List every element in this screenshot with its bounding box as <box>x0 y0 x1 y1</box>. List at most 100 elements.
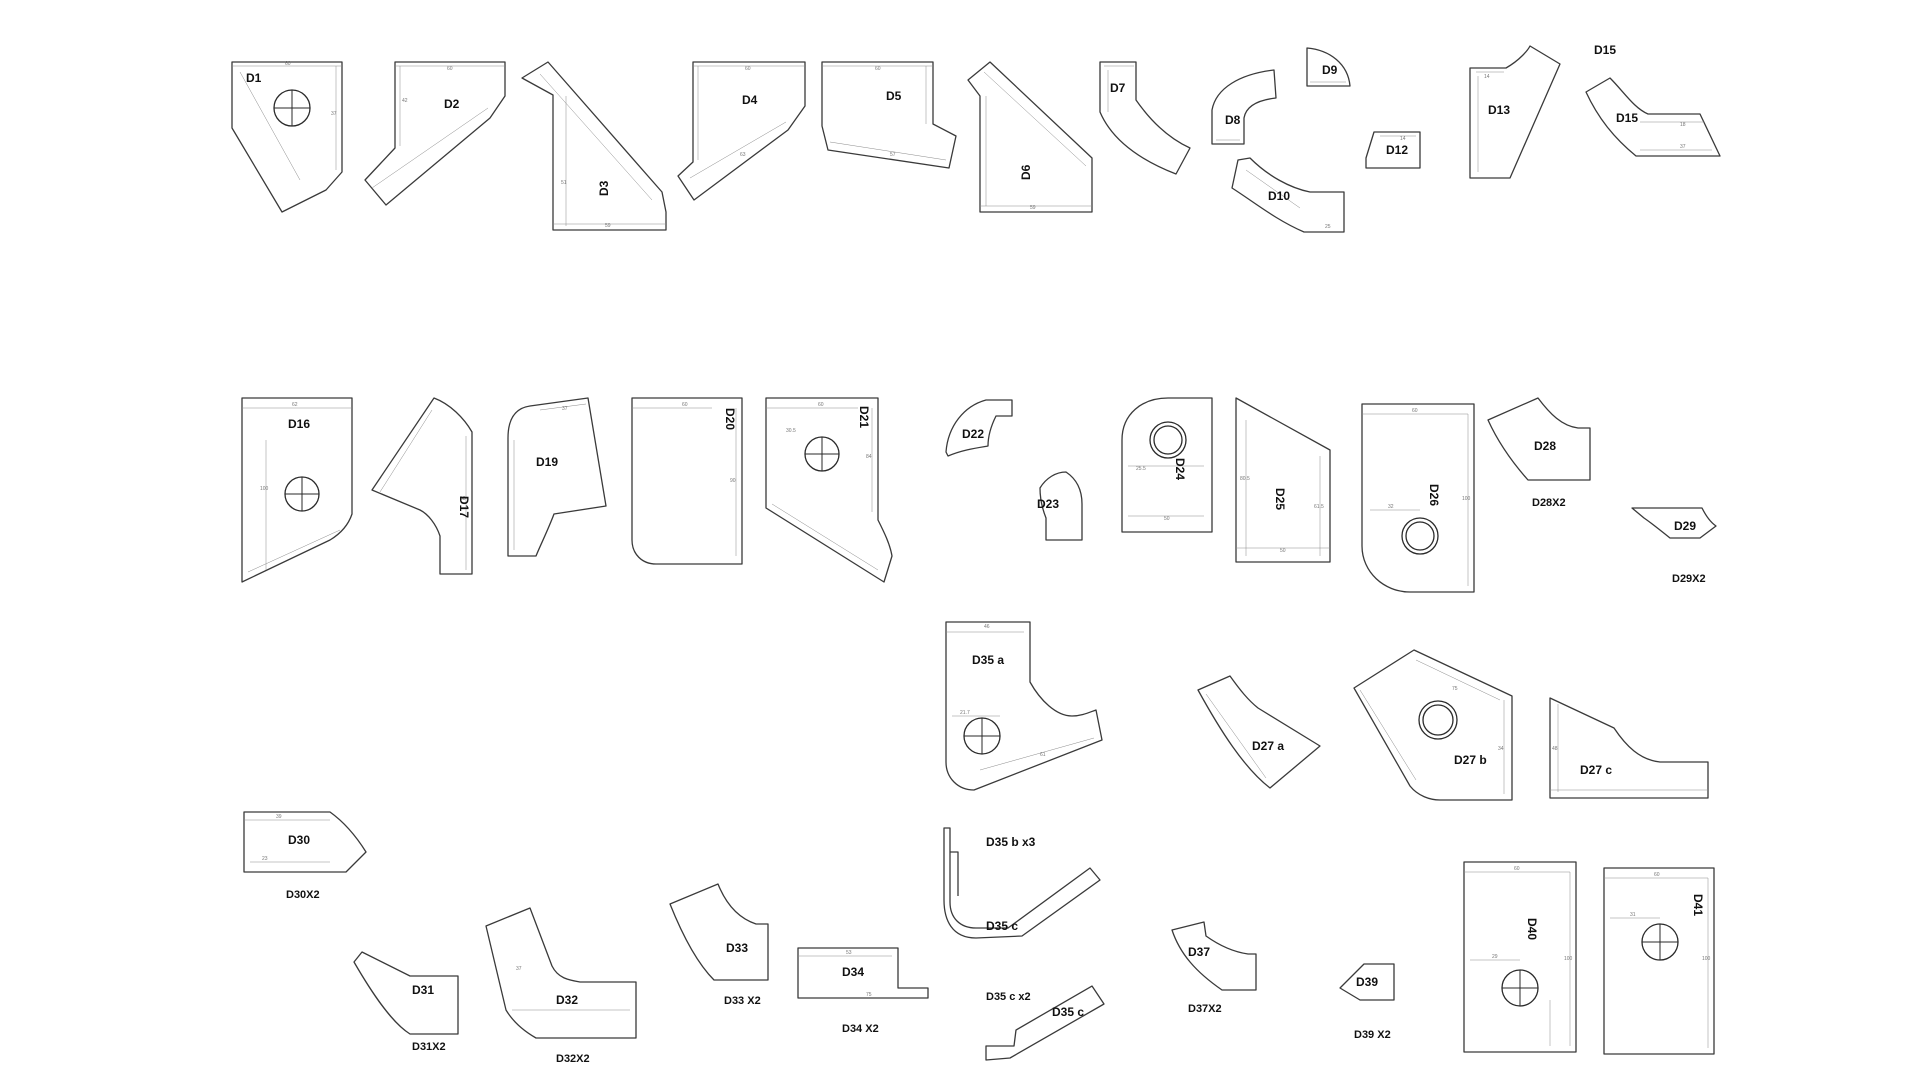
part-d25[interactable]: 80.5 61.5 50 D25 <box>1235 397 1331 563</box>
part-d2[interactable]: 60 42 D2 <box>364 61 506 206</box>
d21-side-dim: 84 <box>866 454 872 460</box>
part-d39[interactable]: D39 <box>1339 963 1395 1001</box>
d35a-dim-a: 21.7 <box>960 710 970 716</box>
part-d37[interactable]: D37 <box>1171 921 1257 991</box>
part-d17[interactable]: 58 D17 <box>371 397 473 575</box>
part-d13[interactable]: 14 D13 <box>1469 45 1561 179</box>
part-label-d26: D26 <box>1427 484 1441 506</box>
part-label-d13: D13 <box>1488 103 1510 117</box>
d10-dim: 25 <box>1325 224 1331 230</box>
part-d27c[interactable]: 48 D27 c <box>1549 697 1709 799</box>
part-d34[interactable]: 53 75 D34 <box>797 947 929 999</box>
d40-side-dim: 100 <box>1564 956 1573 962</box>
d15-dim-a: 18 <box>1680 122 1686 128</box>
part-d3[interactable]: 51 59 D3 <box>521 61 667 231</box>
d34-dim-a: 53 <box>846 950 852 956</box>
part-label-d35a: D35 a <box>972 653 1004 667</box>
quantity-d30: D30X2 <box>286 889 320 901</box>
part-label-d9: D9 <box>1322 63 1338 77</box>
d21-top-dim: 60 <box>818 402 824 408</box>
part-label-d37: D37 <box>1188 945 1210 959</box>
part-d7[interactable]: D7 <box>1099 61 1191 175</box>
part-label-d34: D34 <box>842 965 864 979</box>
part-label-d19: D19 <box>536 455 558 469</box>
d1-top-dim: 60 <box>285 61 291 67</box>
part-label-d27a: D27 a <box>1252 739 1284 753</box>
part-d9[interactable]: D9 <box>1306 47 1351 87</box>
part-d33[interactable]: D33 <box>669 883 769 981</box>
d27c-dim: 48 <box>1552 746 1558 752</box>
d32-dim: 37 <box>516 966 522 972</box>
d16-top-dim: 62 <box>292 402 298 408</box>
part-label-d30: D30 <box>288 833 310 847</box>
part-label-d31: D31 <box>412 983 434 997</box>
d4-bottom-dim: 63 <box>740 152 746 158</box>
part-label-d3: D3 <box>597 180 611 196</box>
part-label-d40: D40 <box>1525 918 1539 940</box>
d24-dim-b: 50 <box>1164 516 1170 522</box>
part-label-d22: D22 <box>962 427 984 441</box>
d19-dim: 37 <box>562 406 568 412</box>
part-label-d5: D5 <box>886 89 902 103</box>
d6-bottom-dim: 59 <box>1030 205 1036 211</box>
quantity-d35c: D35 c x2 <box>986 991 1031 1003</box>
d21-b-dim: 30.5 <box>786 428 796 434</box>
part-d31[interactable]: D31 <box>353 951 459 1035</box>
part-d10[interactable]: 25 D10 <box>1231 157 1345 233</box>
part-d23[interactable]: D23 <box>1037 471 1083 541</box>
part-d30[interactable]: 39 23 D30 <box>243 811 367 873</box>
part-d12[interactable]: 14 D12 <box>1365 131 1421 169</box>
part-label-d21: D21 <box>857 406 871 428</box>
part-d24[interactable]: 25.5 50 D24 <box>1121 397 1213 533</box>
d16-side-dim: 100 <box>260 486 269 492</box>
part-d35b[interactable]: D35 b x3 <box>943 827 1101 939</box>
part-label-d2: D2 <box>444 97 460 111</box>
part-d35c[interactable]: D35 c <box>985 985 1105 1061</box>
d25-dim-b: 61.5 <box>1314 504 1324 510</box>
part-d29[interactable]: D29 <box>1631 507 1717 539</box>
d41-a-dim: 31 <box>1630 912 1636 918</box>
part-d26[interactable]: 60 100 32 D26 <box>1361 403 1475 593</box>
d2-top-dim: 60 <box>447 66 453 72</box>
part-d21[interactable]: 60 84 30.5 D21 <box>765 397 893 583</box>
part-d1[interactable]: 60 37 D1 <box>231 61 343 213</box>
part-d19[interactable]: 37 D19 <box>507 397 607 557</box>
part-label-d12: D12 <box>1386 143 1408 157</box>
part-d22[interactable]: D22 <box>945 399 1013 457</box>
part-label-d6: D6 <box>1019 164 1033 180</box>
part-d32[interactable]: 37 D32 <box>485 907 637 1039</box>
d25-dim-a: 80.5 <box>1240 476 1250 482</box>
d5-bottom-dim: 57 <box>890 152 896 158</box>
part-label-d35c-2: D35 c <box>1052 1005 1084 1019</box>
part-d8[interactable]: D8 <box>1211 69 1277 145</box>
d25-dim-c: 50 <box>1280 548 1286 554</box>
part-d5[interactable]: 60 57 D5 <box>821 61 957 169</box>
part-d35a[interactable]: 46 21.7 61 D35 a <box>945 621 1103 791</box>
part-label-d15-header: D15 <box>1594 43 1616 57</box>
part-label-d23: D23 <box>1037 497 1059 511</box>
part-d6[interactable]: 59 D6 <box>967 61 1093 213</box>
part-d40[interactable]: 60 100 29 D40 <box>1463 861 1577 1053</box>
d26-top-dim: 60 <box>1412 408 1418 414</box>
part-label-d35b: D35 b x3 <box>986 835 1036 849</box>
d40-top-dim: 60 <box>1514 866 1520 872</box>
d27b-dim-a: 34 <box>1498 746 1504 752</box>
d41-top-dim: 60 <box>1654 872 1660 878</box>
d27b-dim-b: 75 <box>1452 686 1458 692</box>
part-label-d17: D17 <box>457 496 471 518</box>
part-d15[interactable]: 18 37 D15 <box>1585 77 1721 157</box>
quantity-d33: D33 X2 <box>724 995 761 1007</box>
d24-dim-a: 25.5 <box>1136 466 1146 472</box>
part-d20[interactable]: 60 90 D20 <box>631 397 743 565</box>
d12-dim: 14 <box>1400 136 1406 142</box>
part-d27b[interactable]: 34 75 D27 b <box>1353 649 1513 801</box>
part-label-d8: D8 <box>1225 113 1241 127</box>
d26-a-dim: 32 <box>1388 504 1394 510</box>
d41-side-dim: 100 <box>1702 956 1711 962</box>
part-d28[interactable]: D28 <box>1487 397 1591 481</box>
part-d41[interactable]: 60 100 31 D41 <box>1603 867 1715 1055</box>
part-d4[interactable]: 60 63 D4 <box>677 61 806 201</box>
part-d16[interactable]: 62 100 D16 <box>241 397 353 583</box>
part-label-d32: D32 <box>556 993 578 1007</box>
part-d27a[interactable]: D27 a <box>1197 675 1321 789</box>
